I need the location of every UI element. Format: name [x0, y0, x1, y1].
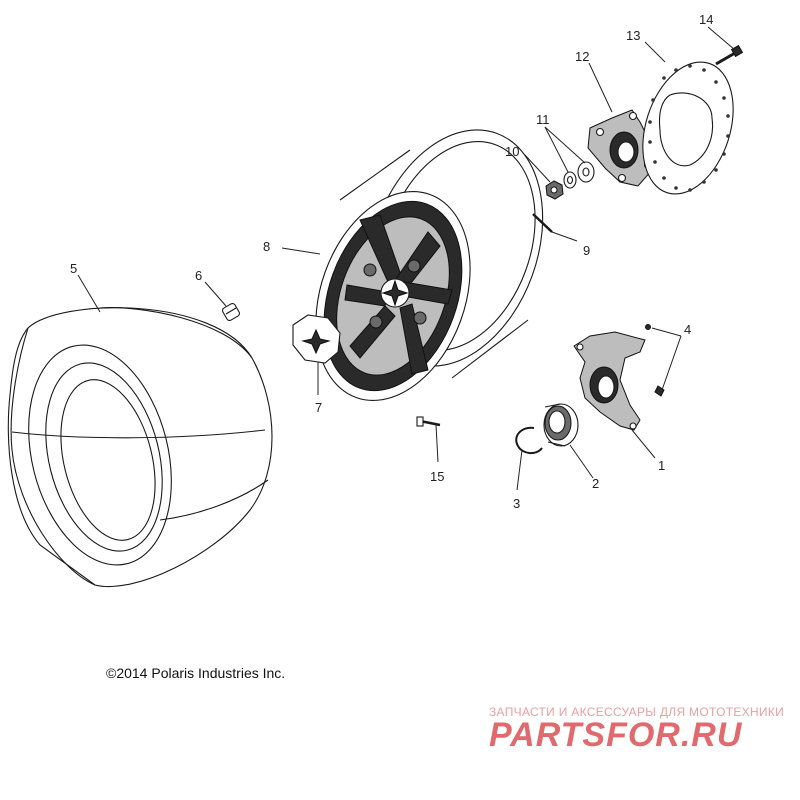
label-6: 6 — [195, 268, 202, 283]
wheel-rim — [315, 129, 544, 401]
label-8: 8 — [263, 239, 270, 254]
label-13: 13 — [626, 28, 640, 43]
label-14: 14 — [699, 12, 713, 27]
label-7: 7 — [315, 400, 322, 415]
brake-disc — [642, 61, 734, 195]
washers — [563, 161, 595, 189]
wheel-bearing — [543, 403, 579, 447]
label-5: 5 — [70, 261, 77, 276]
disc-bolt — [715, 44, 744, 66]
valve-stem — [221, 302, 241, 322]
cotter-pin — [532, 213, 553, 233]
watermark-logo: PARTSFOR.RU — [489, 716, 743, 754]
label-15: 15 — [430, 469, 444, 484]
grease-fittings — [645, 324, 665, 397]
label-3: 3 — [513, 496, 520, 511]
label-1: 1 — [658, 458, 665, 473]
label-4: 4 — [684, 322, 691, 337]
snap-ring — [515, 426, 543, 454]
part-labels: 1 2 3 4 5 6 7 8 9 10 11 12 13 14 15 — [70, 12, 713, 511]
tire — [7, 307, 273, 587]
copyright-notice: ©2014 Polaris Industries Inc. — [106, 665, 286, 681]
center-cap — [292, 314, 341, 364]
label-10: 10 — [505, 144, 519, 159]
castle-nut — [545, 180, 564, 200]
caliper-bolt — [416, 416, 441, 427]
watermark-tagline: ЗАПЧАСТИ И АКСЕССУАРЫ ДЛЯ МОТОТЕХНИКИ — [489, 705, 785, 719]
bearing-carrier — [573, 331, 646, 431]
label-2: 2 — [592, 476, 599, 491]
label-12: 12 — [575, 49, 589, 64]
label-11: 11 — [536, 112, 550, 127]
leader-lines — [77, 26, 736, 491]
label-9: 9 — [583, 243, 590, 258]
wheel-hub — [587, 109, 656, 187]
